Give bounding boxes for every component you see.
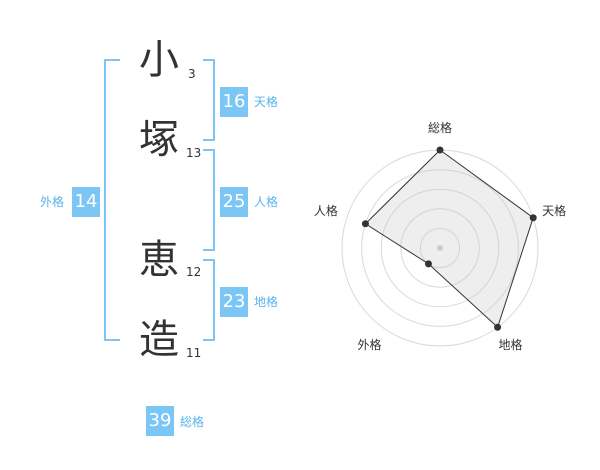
radar-ring-2 <box>400 208 480 288</box>
radar-axis-label-3: 外格 <box>357 338 382 353</box>
chikaku-value-badge: 23 <box>220 287 248 317</box>
gaikaku-bracket <box>104 59 120 341</box>
radar-ring-4 <box>361 169 519 327</box>
radar-axis-label-0: 総格 <box>428 121 453 135</box>
name-char-4: 造 <box>139 317 179 363</box>
jinkaku-value-badge: 25 <box>220 187 248 217</box>
chikaku-label: 地格 <box>254 295 279 309</box>
radar-point-0 <box>436 146 444 154</box>
name-char-1: 小 <box>139 37 179 83</box>
tenkaku-value-badge: 16 <box>220 87 248 117</box>
tenkaku-bracket <box>203 59 215 141</box>
soukaku-label: 総格 <box>180 415 205 429</box>
stroke-count-3: 12 <box>186 265 202 279</box>
tenkaku-label: 天格 <box>254 95 279 109</box>
gaikaku-label: 外格 <box>40 195 65 209</box>
stroke-count-1: 3 <box>188 67 196 81</box>
radar-axis-label-1: 天格 <box>542 203 567 218</box>
radar-axis-label-2: 地格 <box>498 338 523 353</box>
chikaku-bracket <box>203 259 215 341</box>
radar-ring-3 <box>380 188 500 308</box>
jinkaku-bracket <box>203 149 215 251</box>
jinkaku-label: 人格 <box>254 195 279 209</box>
radar-point-1 <box>529 214 537 222</box>
radar-point-3 <box>424 260 432 268</box>
soukaku-value-badge: 39 <box>146 406 174 436</box>
radar-area <box>364 149 534 329</box>
radar-point-4 <box>361 220 369 228</box>
radar-center <box>437 245 443 251</box>
stroke-count-4: 11 <box>186 346 202 360</box>
name-char-2: 塚 <box>139 117 179 163</box>
radar-point-2 <box>494 323 502 331</box>
gaikaku-value-badge: 14 <box>72 187 100 217</box>
name-char-3: 恵 <box>139 237 179 283</box>
radar-ring-1 <box>419 227 461 269</box>
stroke-count-2: 13 <box>186 146 202 160</box>
radar-axis-label-4: 人格 <box>313 203 338 218</box>
